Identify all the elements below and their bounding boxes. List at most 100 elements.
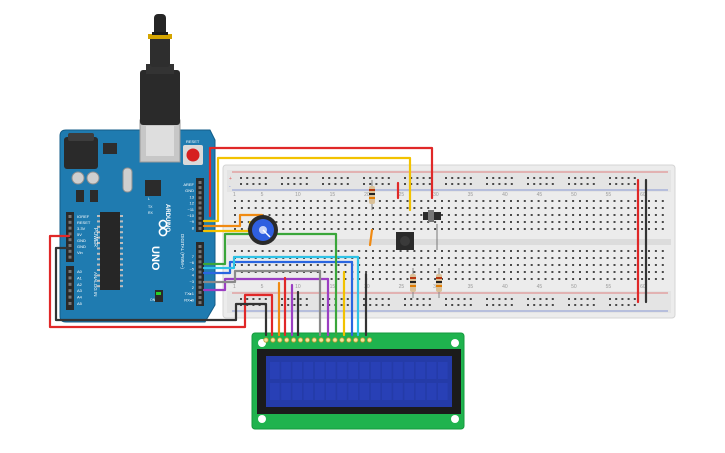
model-label: UNO	[149, 246, 161, 271]
column-number: 60	[640, 192, 646, 198]
rail-plus-mark: +	[229, 176, 232, 182]
column-number: 1	[233, 192, 236, 198]
column-number: 55	[606, 284, 612, 290]
wire-lcd-red-1	[256, 293, 274, 337]
crystal-oscillator	[122, 167, 133, 193]
potentiometer[interactable]	[248, 215, 278, 245]
breadboard-column-numbers: 1155101015152020252530303535404045455050…	[233, 192, 646, 290]
column-number: 35	[468, 192, 474, 198]
analog-pin-label: A4	[77, 295, 83, 300]
column-number: 5	[261, 192, 264, 198]
reset-label: RESET	[186, 139, 200, 144]
column-number: 15	[330, 192, 336, 198]
column-number: 45	[537, 284, 543, 290]
capacitor	[76, 190, 84, 202]
power-pin-label: GND	[77, 244, 86, 249]
led-label: RX	[148, 211, 154, 215]
wire-red-top	[208, 146, 434, 218]
column-number: 55	[606, 192, 612, 198]
digital-pin-label: ~6	[189, 260, 194, 265]
column-number: 25	[399, 192, 405, 198]
resistor-bottom-right[interactable]	[436, 268, 442, 298]
breadboard[interactable]: 1155101015152020252530303535404045455050…	[222, 164, 676, 319]
arduino-logo-icon	[158, 219, 168, 237]
pushbutton[interactable]	[396, 232, 414, 250]
column-number: 1	[233, 284, 236, 290]
analog-pin-label: A5	[77, 301, 83, 306]
digital-header-top	[196, 178, 204, 232]
digital-pin-label: 7	[192, 254, 195, 259]
power-header-label: POWER	[92, 228, 98, 247]
column-number: 30	[433, 284, 439, 290]
rail-minus-mark: -	[229, 184, 231, 190]
analog-pin-label: A0	[77, 269, 83, 274]
wire-gnd-black	[54, 246, 252, 322]
digital-pin-label: ~5	[189, 266, 194, 271]
digital-pin-label: RX◂0	[184, 297, 195, 302]
analog-pin-label: A3	[77, 288, 83, 293]
power-pin-label: IOREF	[77, 214, 90, 219]
usb-cable	[140, 14, 180, 125]
led-label: TX	[148, 205, 153, 209]
digital-pin-label: 12	[190, 201, 195, 206]
lcd-16x2-display[interactable]	[251, 332, 465, 430]
power-pin-label: 5V	[77, 232, 82, 237]
column-number: 35	[468, 284, 474, 290]
power-header	[66, 212, 74, 262]
dc-jack	[64, 137, 98, 169]
column-number: 60	[640, 284, 646, 290]
resistor-bottom-left[interactable]	[410, 268, 416, 298]
digital-pin-label: TX▸1	[185, 291, 195, 296]
wire-5v-red	[48, 234, 260, 329]
wire-cyan	[202, 255, 360, 270]
lcd-pin-header	[263, 337, 373, 343]
microcontroller-chip	[100, 212, 120, 290]
wire-orange-pot	[202, 213, 264, 228]
digital-header-bottom	[196, 242, 204, 306]
column-number: 20	[364, 192, 370, 198]
capacitor	[71, 171, 85, 185]
column-number: 45	[537, 192, 543, 198]
wire-gray	[202, 269, 322, 284]
digital-pin-label: 13	[190, 194, 195, 199]
digital-pin-label: 8	[192, 225, 195, 230]
on-led	[156, 292, 161, 295]
led-label: ON	[150, 298, 156, 302]
resistor-top[interactable]	[369, 180, 375, 210]
digital-pin-label: ~10	[187, 213, 195, 218]
column-number: 25	[399, 284, 405, 290]
power-pin-label: 3.3V	[77, 226, 86, 231]
voltage-regulator	[103, 143, 117, 154]
wire-purple	[202, 277, 330, 292]
column-number: 40	[502, 192, 508, 198]
digital-pin-label: 2	[192, 285, 195, 290]
wire-orange-short	[368, 228, 374, 247]
digital-pin-label: ~3	[189, 279, 194, 284]
capacitor	[90, 190, 98, 202]
power-pin-label: Vin	[77, 250, 83, 255]
column-number: 15	[330, 284, 336, 290]
digital-pin-label: GND	[185, 188, 194, 193]
digital-header-label: DIGITAL (PWM~)	[180, 234, 185, 269]
digital-pin-label: 4	[192, 273, 195, 278]
analog-pin-label: A2	[77, 282, 83, 287]
column-number: 5	[261, 284, 264, 290]
digital-pin-label: ~11	[188, 207, 195, 212]
slide-switch[interactable]	[423, 210, 441, 250]
power-pin-label: RESET	[77, 220, 91, 225]
wire-lcd-black-1	[248, 302, 268, 337]
analog-header	[66, 266, 74, 310]
column-number: 40	[502, 284, 508, 290]
analog-pin-label: A1	[77, 275, 83, 280]
digital-pin-label: AREF	[183, 182, 194, 187]
column-number: 10	[295, 192, 301, 198]
led-label: L	[148, 197, 150, 201]
column-number: 30	[433, 192, 439, 198]
wire-yellow	[202, 156, 412, 223]
